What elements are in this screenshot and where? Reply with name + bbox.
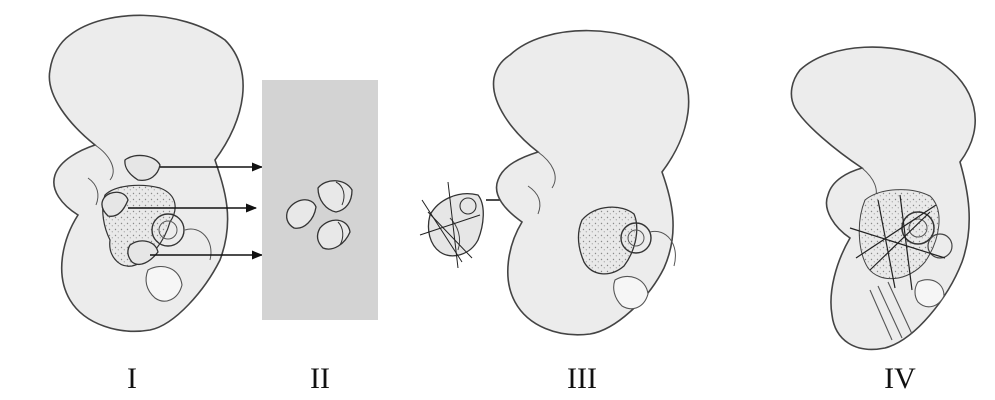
- pelvis-panel-3: [420, 31, 689, 335]
- panel-label-4: IV: [884, 362, 916, 396]
- panel-label-1: I: [127, 362, 137, 396]
- fragments-panel-2: [262, 80, 378, 320]
- hip-bone-outline: [494, 31, 689, 335]
- gray-box: [262, 80, 378, 320]
- panel-label-2: II: [310, 362, 330, 396]
- pelvis-panel-4: [791, 47, 975, 349]
- pelvis-panel-1: [49, 15, 262, 331]
- panel-label-3: III: [567, 362, 597, 396]
